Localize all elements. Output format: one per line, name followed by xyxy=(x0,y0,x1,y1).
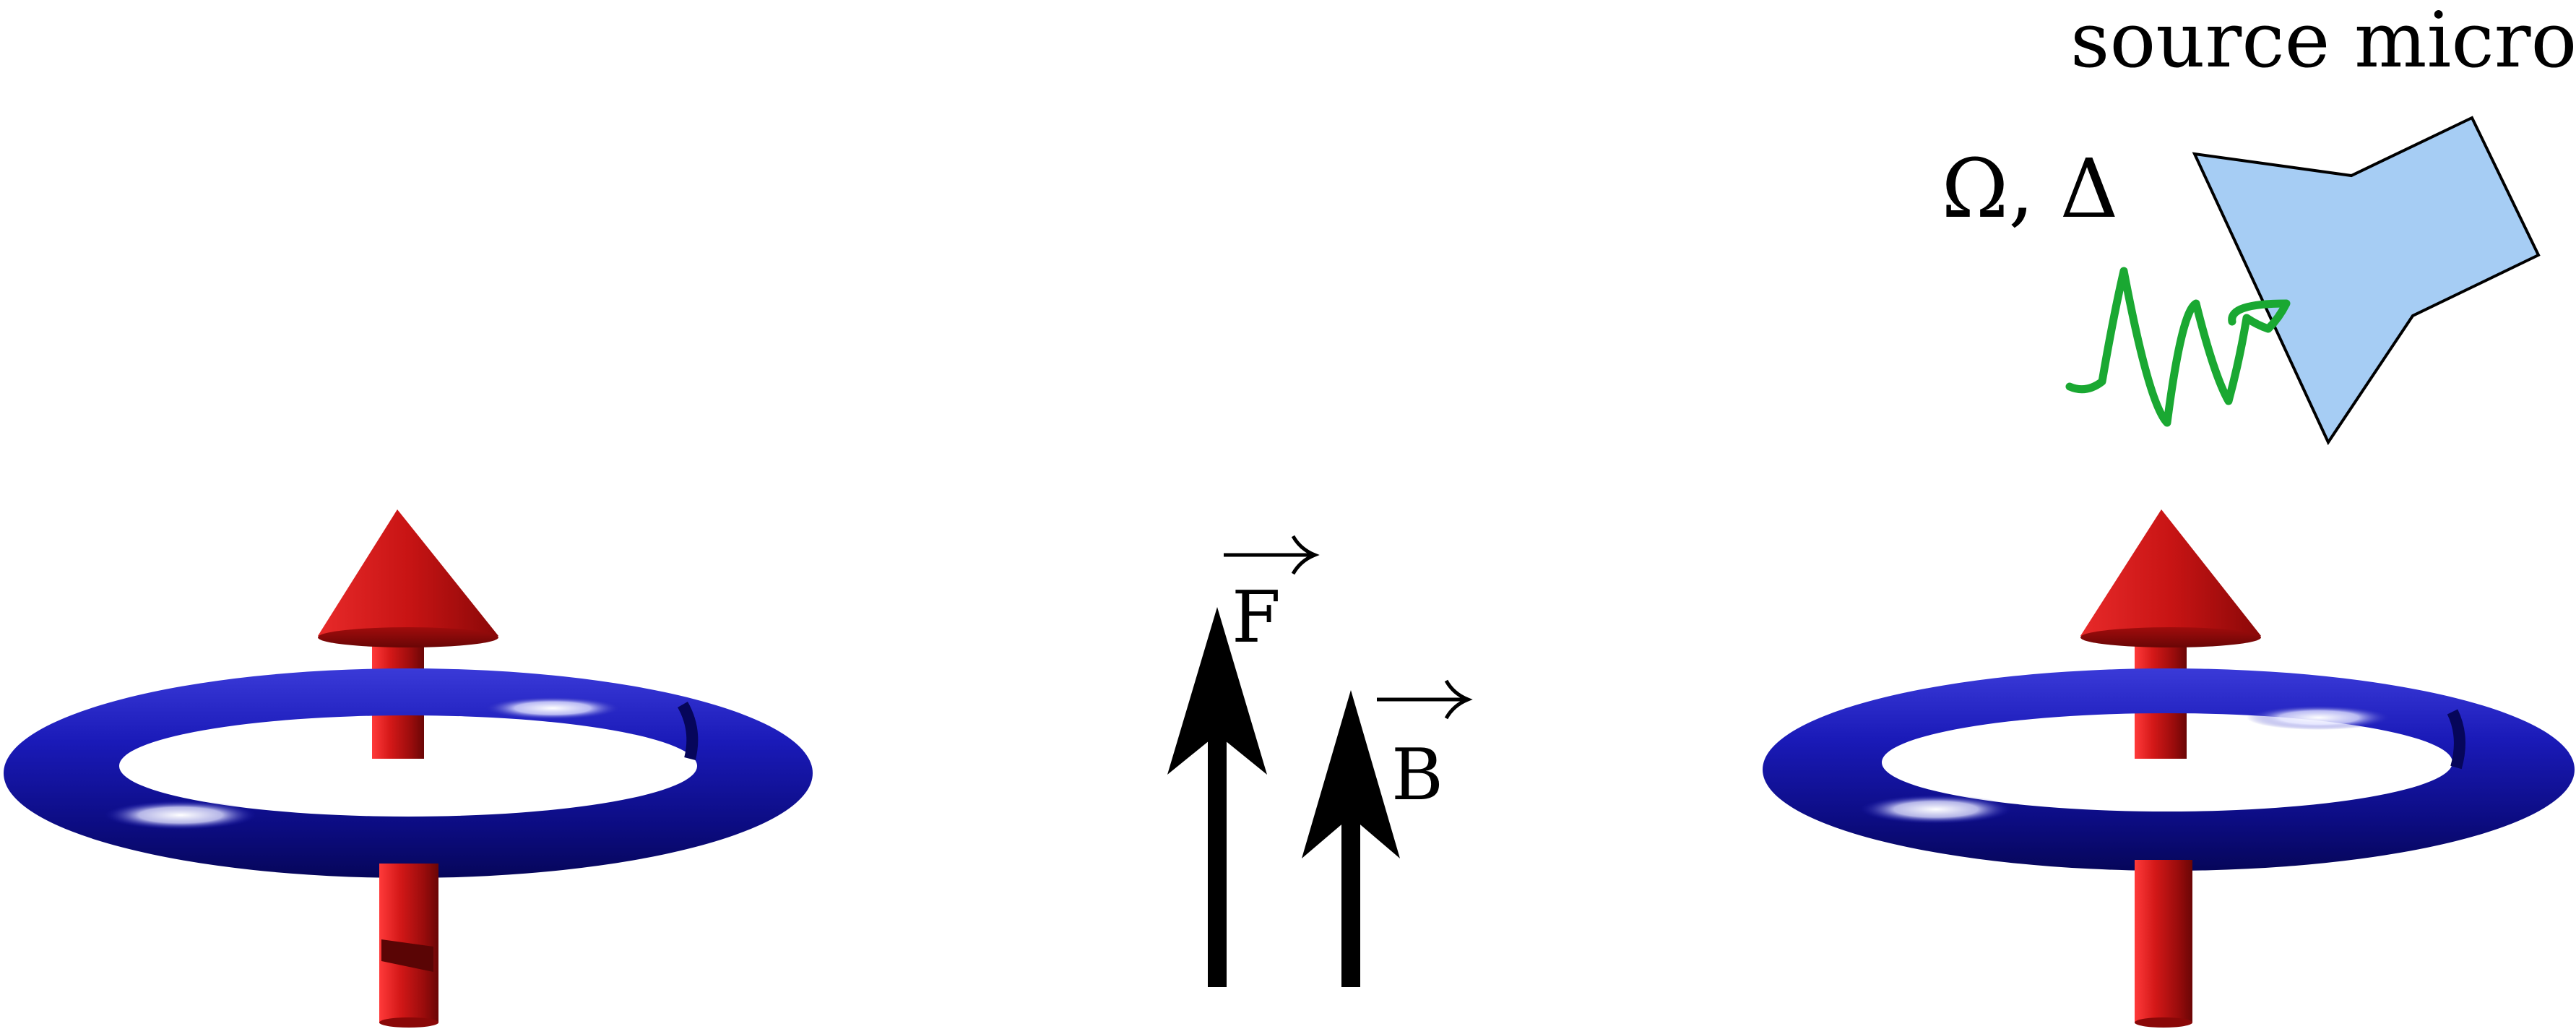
microwave-horn-icon xyxy=(2192,116,2541,446)
right-atom xyxy=(1763,509,2575,1028)
left-torus xyxy=(4,668,813,878)
right-spin-arrow xyxy=(2080,509,2261,759)
right-torus-ring xyxy=(1763,668,2575,871)
vector-b-head xyxy=(1302,690,1400,858)
right-torus-highlight-front xyxy=(1860,795,2012,824)
left-torus-ring xyxy=(4,668,813,878)
right-torus-seam xyxy=(2447,709,2465,770)
vector-b-label: B xyxy=(1391,734,1443,817)
left-atom xyxy=(4,509,813,1028)
left-spin-shaft-stripe xyxy=(381,939,433,972)
left-torus-highlight-front xyxy=(105,801,256,830)
left-torus-seam xyxy=(677,702,699,760)
right-spin-cone xyxy=(2080,509,2261,636)
left-torus-highlight-back xyxy=(484,697,621,720)
vector-f-shaft xyxy=(1208,723,1227,987)
right-torus-highlight-back xyxy=(2247,705,2391,730)
vector-b-shaft xyxy=(1341,809,1360,987)
source-label: source microonde xyxy=(2070,0,2576,85)
vector-b: B xyxy=(1302,679,1473,987)
right-spin-shaft-end xyxy=(2135,1017,2192,1028)
left-spin-tail xyxy=(379,864,438,1028)
microwave-wave-icon xyxy=(2065,267,2291,427)
left-spin-cone-base xyxy=(318,627,498,647)
right-spin-tail xyxy=(2135,860,2192,1028)
right-spin-cone-base xyxy=(2080,627,2261,647)
vector-f-head xyxy=(1167,607,1267,775)
source-params: Ω, Δ xyxy=(1942,142,2119,236)
left-spin-cone xyxy=(318,509,498,636)
left-spin-shaft-end xyxy=(379,1017,438,1028)
vector-f: F xyxy=(1167,535,1320,987)
left-spin-arrow xyxy=(318,509,498,759)
vector-f-overarrow-head xyxy=(1291,535,1320,575)
microwave-source: source microonde Ω, Δ xyxy=(1942,0,2576,446)
vector-b-overarrow-head xyxy=(1444,679,1473,720)
right-spin-shaft-lower xyxy=(2135,860,2192,1022)
right-torus xyxy=(1763,668,2575,871)
vector-f-label: F xyxy=(1232,577,1281,659)
